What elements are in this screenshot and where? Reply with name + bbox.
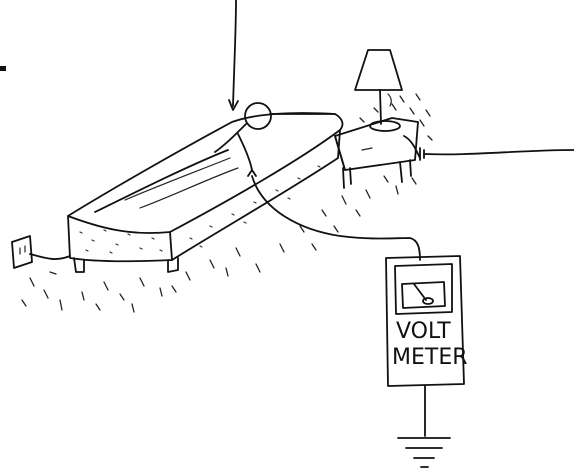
blanket-fold-1: [124, 157, 231, 201]
meter-dial-window: [401, 281, 446, 309]
meter-label-meter: METER: [392, 345, 468, 370]
static-charge-marks: [21, 93, 433, 313]
lamp-shade: [354, 49, 403, 91]
lamp: [354, 49, 403, 125]
bed-leg-front-right: [167, 257, 179, 273]
probe-wire-top: [232, 0, 237, 107]
blanket-fold-2: [139, 167, 239, 209]
figure-head: [244, 102, 272, 130]
nightstand: [334, 117, 419, 189]
figure-body: [214, 123, 247, 153]
lamp-stem: [379, 89, 382, 125]
nightstand-edge: [334, 135, 346, 171]
figure-hand: [247, 169, 257, 177]
drawer-handle: [361, 147, 373, 151]
nightstand-body: [334, 117, 419, 171]
figure-arm: [237, 133, 253, 171]
bed-leg-front-left: [73, 257, 85, 273]
meter-needle: [413, 283, 427, 301]
left-outlet: [11, 235, 71, 269]
voltmeter: VOLT METER: [385, 255, 468, 387]
lamp-cord: [403, 135, 421, 159]
meter-label-volt: VOLT: [396, 319, 451, 344]
wall-outlet: [403, 135, 574, 161]
bed: [67, 112, 344, 273]
mattress-texture: [79, 165, 321, 254]
bed-side: [171, 129, 341, 261]
bed-top: [67, 112, 344, 234]
mains-wire-right: [423, 149, 574, 156]
left-outlet-cord: [29, 253, 71, 260]
bed-front: [67, 215, 173, 263]
meter-lead-wire: [251, 175, 421, 261]
blanket-edge: [94, 149, 229, 213]
lamp-base: [369, 120, 401, 132]
left-outlet-holes: [19, 245, 26, 255]
stick-figure: [214, 102, 336, 177]
ground-symbol: [397, 385, 451, 468]
left-outlet-plate: [11, 235, 33, 269]
nightstand-legs: [342, 159, 412, 189]
lamp-chain: [387, 93, 392, 107]
meter-pivot: [422, 297, 434, 305]
corner-mark: [0, 66, 6, 71]
meter-case: [385, 255, 465, 387]
meter-dial-frame: [394, 263, 453, 315]
probe-tip-icon: [228, 99, 239, 111]
